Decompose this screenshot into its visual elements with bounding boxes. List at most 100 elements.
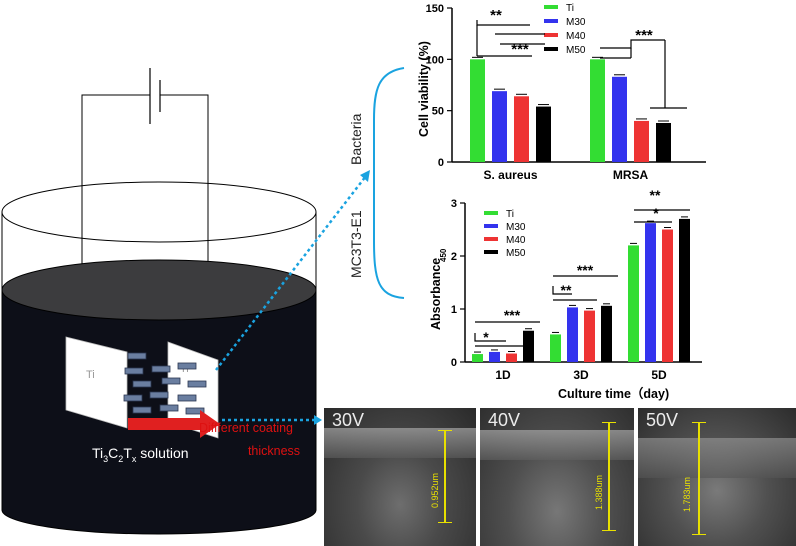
bar-m40-saureus (514, 96, 529, 162)
y-axis-title: Absorbance (429, 258, 443, 330)
legend-label-m30: M30 (506, 222, 526, 233)
bar-ti-mrsa (590, 59, 605, 163)
legend-swatch-m50 (544, 47, 558, 51)
mxene-flake (149, 391, 169, 399)
sem-scale-tick (602, 422, 616, 423)
significance-label: * (653, 205, 659, 221)
coating-label-line2: thickness (248, 444, 300, 458)
liquid-surface (1, 259, 317, 321)
assay-bracket (373, 67, 405, 299)
y-tick-label: 50 (432, 106, 444, 118)
x-axis-title: Culture time（day) (558, 386, 669, 401)
mxene-flake (132, 406, 152, 414)
electrodeposition-setup: Ti Ti Ti3C2Tx solution Diffferent coatin… (1, 67, 405, 535)
y-axis-title: Cell viability (%) (417, 41, 431, 137)
legend-label-m50: M50 (506, 248, 526, 259)
significance-label: ** (490, 7, 502, 24)
mxene-flake (185, 407, 205, 415)
beaker-rim (1, 181, 317, 243)
bar-m40-1d (506, 353, 517, 362)
bar-m40-3d (584, 310, 595, 362)
mxene-flake (177, 394, 197, 402)
bar-m30-1d (489, 351, 500, 362)
significance-bracket (552, 286, 572, 295)
legend-swatch-m30 (544, 19, 558, 23)
legend-label-m40: M40 (566, 31, 586, 42)
sem-scale-tick (692, 422, 706, 423)
sem-scale-tick (438, 522, 452, 523)
dotted-arrowhead-right (314, 415, 322, 425)
bar-m30-3d (567, 307, 578, 362)
significance-bracket (476, 20, 530, 26)
significance-label: *** (504, 307, 521, 323)
significance-label: *** (577, 262, 594, 278)
significance-label: ** (650, 187, 661, 203)
sem-voltage-label: 50V (646, 410, 679, 430)
dotted-connector-up (215, 175, 367, 371)
significance-bracket (600, 39, 665, 49)
legend-swatch-m40 (484, 237, 498, 241)
x-tick-label: 1D (495, 368, 511, 382)
sem-panel-50v: 50V 1.783um (638, 408, 796, 546)
solution-label: Ti3C2Tx solution (92, 445, 189, 464)
bar-m50-3d (601, 305, 612, 362)
mxene-flake (161, 377, 181, 385)
legend-swatch-ti (484, 211, 498, 215)
bar-m30-5d (645, 223, 656, 362)
x-tick-label: 5D (651, 368, 667, 382)
bar-m50-5d (679, 218, 690, 362)
y-tick-label: 1 (451, 304, 457, 316)
bar-m30-mrsa (612, 76, 627, 162)
significance-label: *** (511, 41, 529, 58)
sem-panel-40v: 40V 1.388um (480, 408, 634, 546)
significance-bracket (474, 333, 506, 342)
sem-voltage-label: 30V (332, 410, 365, 430)
legend-label-ti: Ti (566, 3, 574, 14)
x-tick-label: 3D (573, 368, 589, 382)
sem-scale-tick (602, 530, 616, 531)
mxene-flake (151, 365, 171, 373)
y-tick-label: 3 (451, 198, 457, 210)
plate-left-label: Ti (86, 369, 95, 381)
mxene-flake (187, 380, 207, 388)
sem-panel-30v: 30V 0.952um (324, 408, 476, 546)
significance-label: *** (635, 27, 653, 44)
legend-swatch-m40 (544, 33, 558, 37)
sem-scale-bar (608, 422, 610, 530)
bar-m50-saureus (536, 106, 551, 162)
sem-scale-tick (692, 534, 706, 535)
legend-swatch-m30 (484, 224, 498, 228)
y-tick-label: 100 (426, 54, 444, 66)
bar-m40-mrsa (634, 120, 649, 162)
x-tick-label: MRSA (613, 168, 649, 182)
legend-label-ti: Ti (506, 209, 514, 220)
sem-thickness-label: 1.388um (594, 474, 604, 510)
mxene-flake (132, 380, 152, 388)
y-tick-label: 150 (426, 3, 444, 15)
x-tick-label: S. aureus (483, 168, 537, 182)
bar-m30-saureus (492, 91, 507, 162)
mxene-flake (124, 367, 144, 375)
bar-ti-3d (550, 334, 561, 362)
legend-swatch-ti (544, 5, 558, 9)
legend-label-m40: M40 (506, 235, 526, 246)
bar-m40-5d (662, 229, 673, 362)
sem-thickness-label: 1.783um (682, 476, 692, 512)
mxene-flake (159, 404, 179, 412)
mxene-flake (177, 362, 197, 370)
bar-ti-1d (472, 354, 483, 362)
bracket-label-cells: MC3T3-E1 (348, 210, 364, 278)
y-axis-title-subscript: 450 (439, 248, 448, 262)
bar-ti-5d (628, 245, 639, 362)
mxene-flakes (123, 352, 207, 415)
electrode-plate-left (65, 336, 128, 429)
mxene-flake (127, 352, 147, 360)
mxene-flake (123, 394, 143, 402)
bracket-label-bacteria: Bacteria (348, 113, 364, 165)
beaker-liquid (1, 289, 317, 535)
sem-scale-tick (438, 430, 452, 431)
sem-scale-bar (698, 422, 700, 534)
dotted-arrowhead-up (360, 170, 370, 182)
significance-label: * (483, 329, 489, 345)
